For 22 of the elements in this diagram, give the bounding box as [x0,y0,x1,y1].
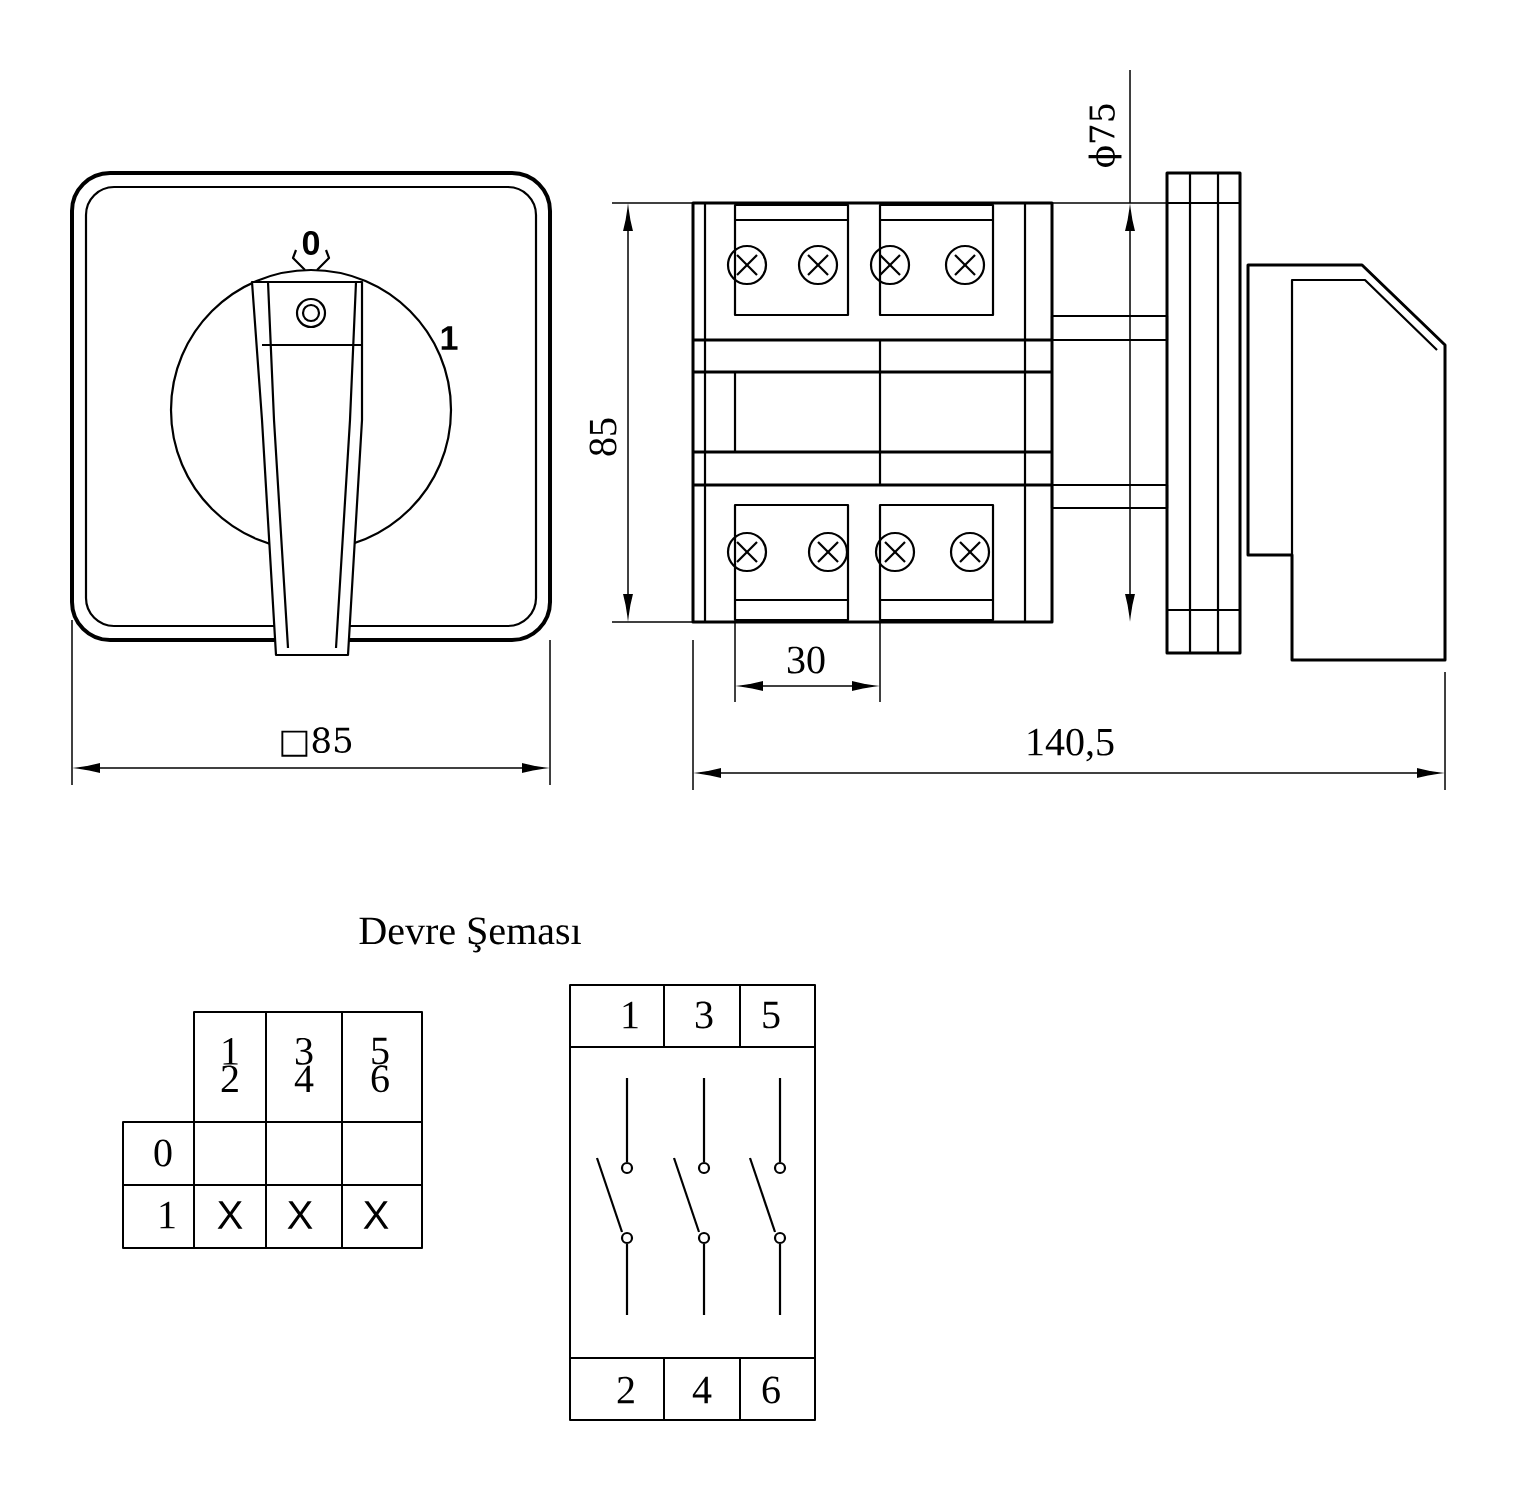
table-cell: 1 2 [221,1038,238,1092]
terminal-number: 5 [763,1001,780,1029]
terminal-number: 1 [623,1001,638,1029]
terminal-number: 4 [692,1376,712,1404]
table-cell: 5 6 [371,1037,389,1093]
dimension-text: 30 [787,646,825,674]
dial-position-label: 1 [441,326,458,350]
table-cell: 0 [154,1139,172,1167]
heading: Devre Şeması [359,917,581,953]
terminal-number: 6 [762,1376,780,1404]
table-cell: X [363,1201,389,1229]
dimension-text: 140,5 [1028,728,1114,762]
dial-position-label: 0 [302,230,320,256]
terminal-number: 2 [617,1376,634,1404]
dimension-text: ϕ75 [1088,104,1122,167]
dimension-text: 85 [589,418,617,456]
table-cell: 1 [160,1201,175,1229]
terminal-number: 3 [695,1001,713,1029]
table-cell: X [217,1201,243,1229]
table-cell: X [287,1201,313,1229]
table-cell: 3 4 [294,1037,314,1093]
dimension-text: □85 [281,727,352,757]
